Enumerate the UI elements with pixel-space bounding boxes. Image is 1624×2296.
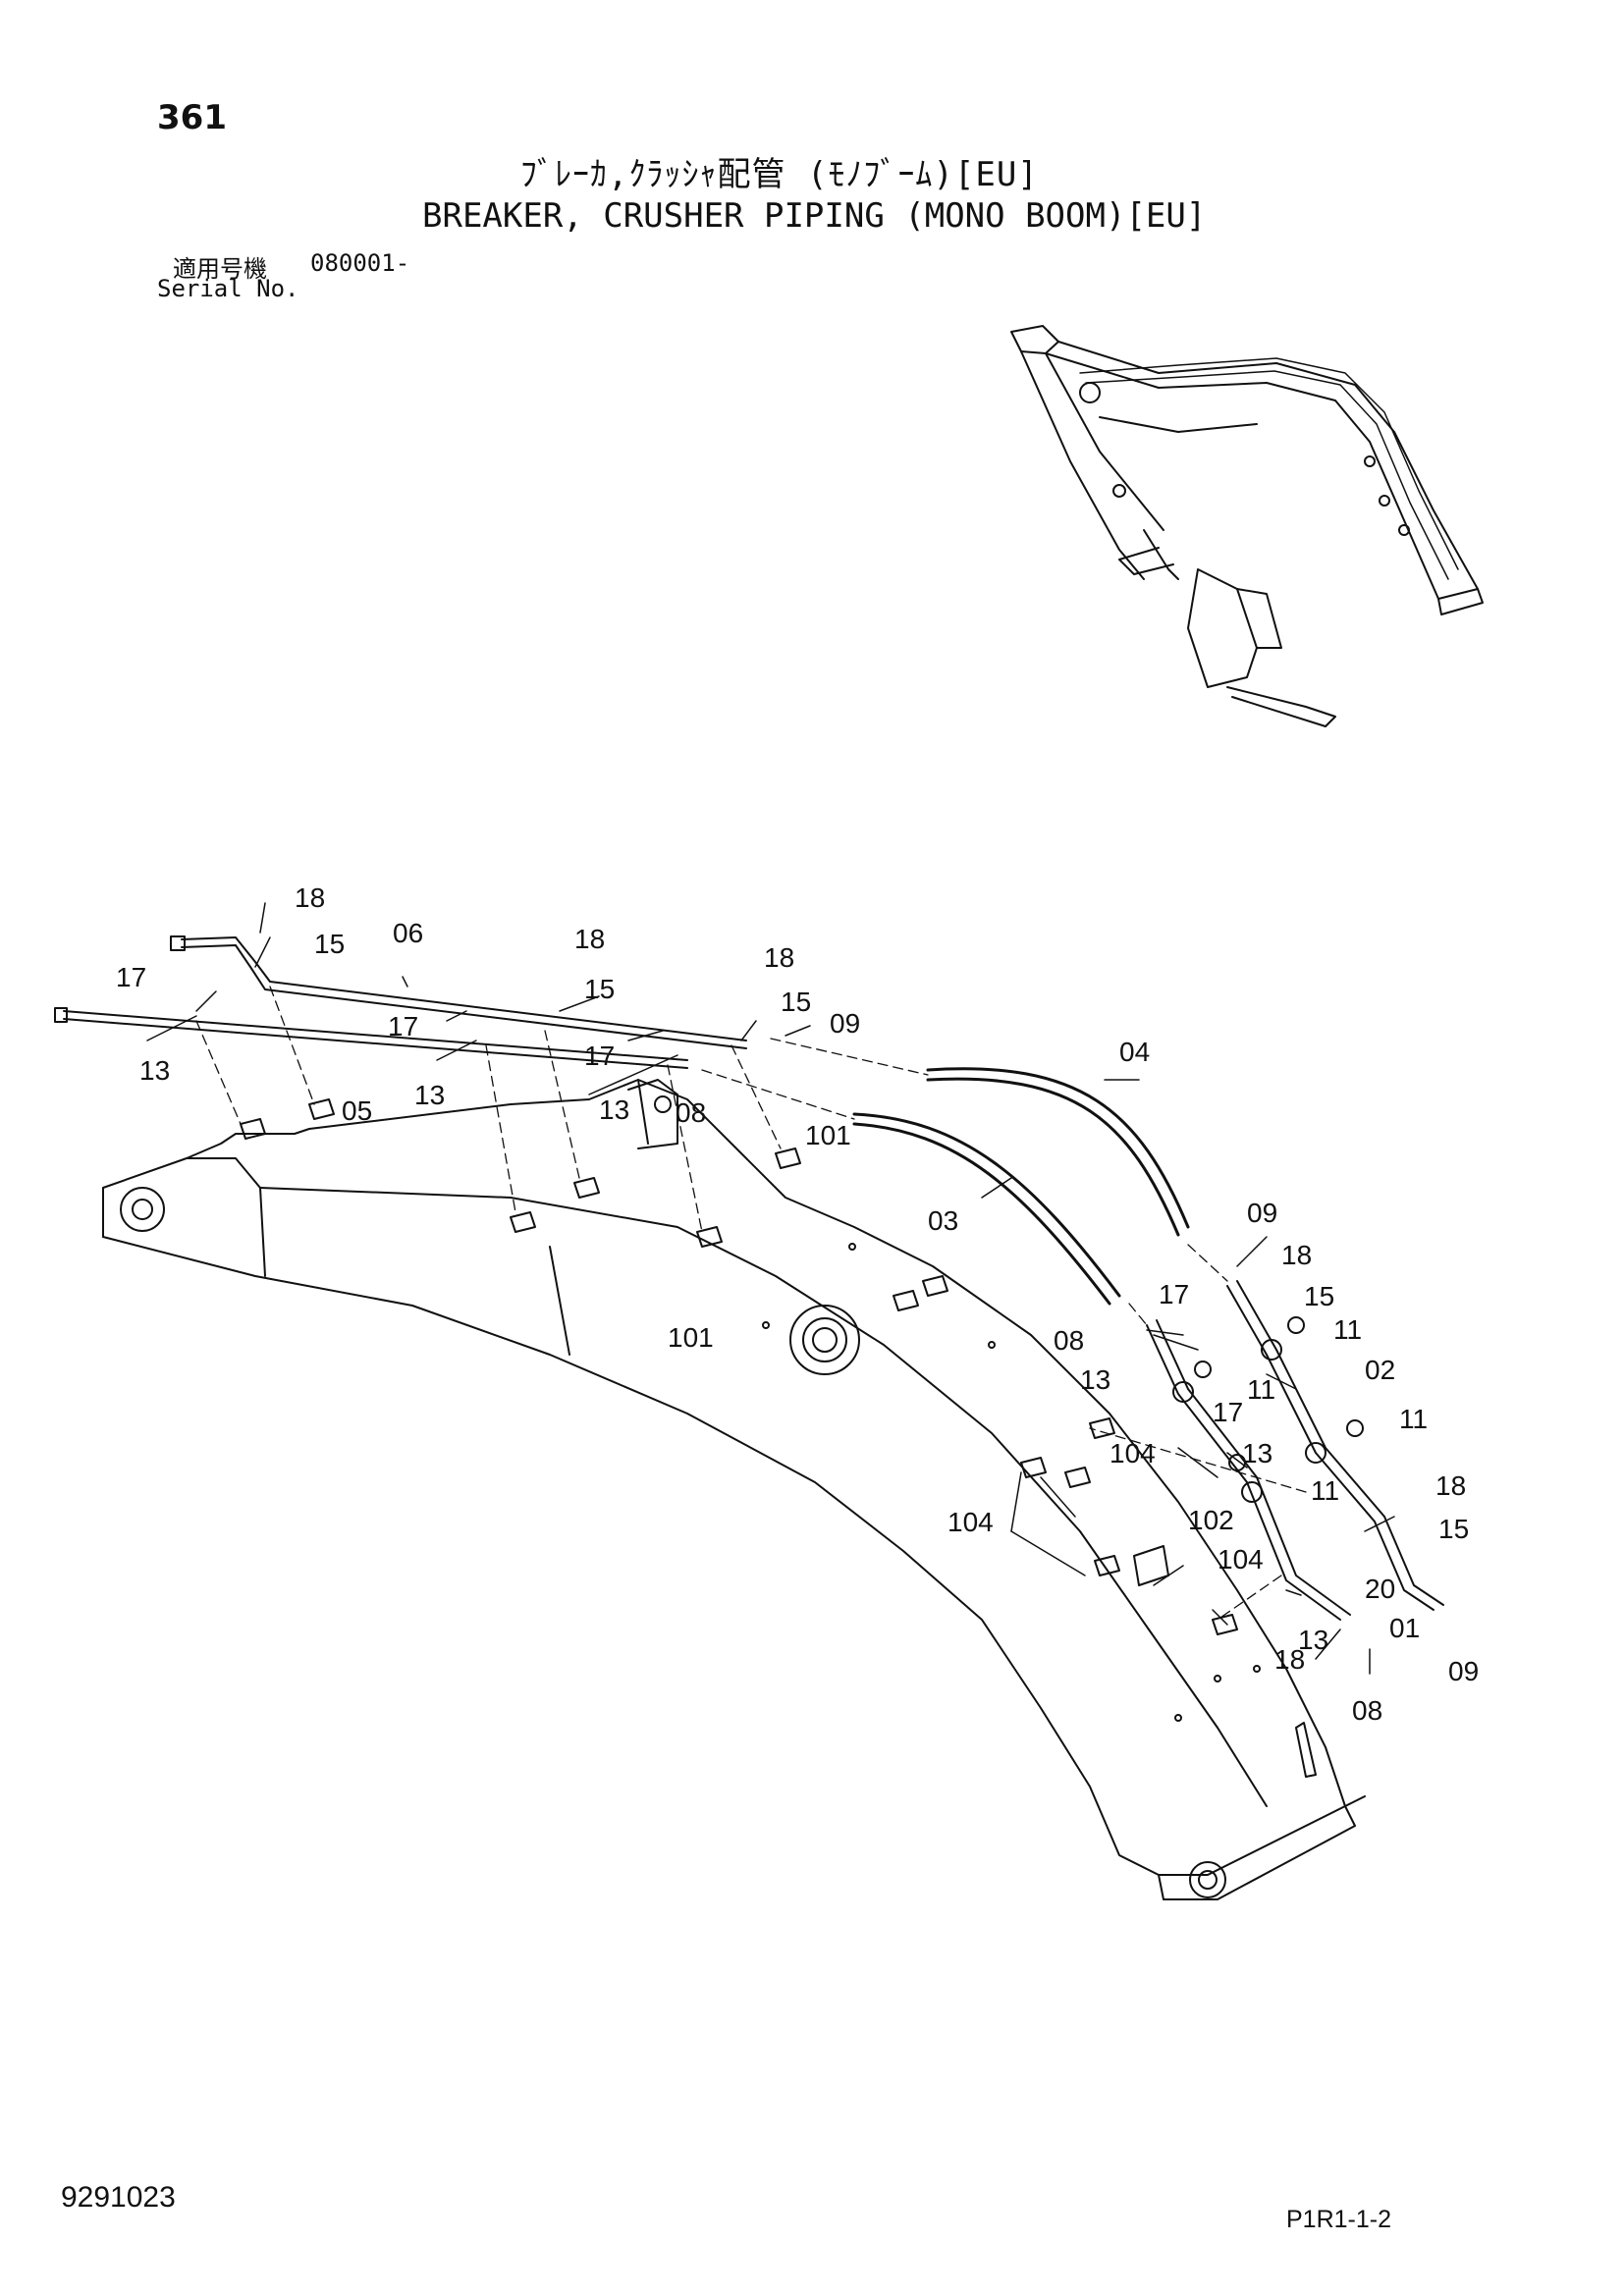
callout-09: 09: [1448, 1656, 1479, 1686]
overview-illustration: [1010, 325, 1484, 727]
callout-08: 08: [676, 1097, 706, 1128]
title-japanese: ﾌﾞﾚｰｶ,ｸﾗｯｼｬ配管 (ﾓﾉﾌﾞｰﾑ)[EU]: [520, 155, 1039, 194]
serial-number-value: 080001-: [310, 249, 410, 277]
callout-labels: 18 15 06 17 13 05 18 15 17 13 18 15 09 1…: [116, 882, 1479, 1726]
callout-13: 13: [1298, 1625, 1328, 1655]
callout-15: 15: [1438, 1514, 1469, 1544]
callout-17: 17: [584, 1041, 615, 1071]
callout-17: 17: [116, 962, 146, 992]
projection-lines: [195, 986, 1307, 1621]
callout-03: 03: [928, 1205, 958, 1236]
callout-104: 104: [1110, 1438, 1156, 1468]
callout-02: 02: [1365, 1355, 1395, 1385]
callout-11: 11: [1399, 1404, 1428, 1434]
callout-101: 101: [668, 1322, 714, 1353]
callout-09: 09: [830, 1008, 860, 1039]
sheet-code: P1R1-1-2: [1286, 2206, 1391, 2233]
callout-104: 104: [947, 1507, 994, 1537]
callout-13: 13: [599, 1095, 629, 1125]
document-number: 9291023: [61, 2181, 176, 2214]
callout-20: 20: [1365, 1574, 1395, 1604]
callout-09: 09: [1247, 1198, 1277, 1228]
callout-08: 08: [1054, 1325, 1084, 1356]
boom-body: [102, 1079, 1366, 1900]
callout-11: 11: [1333, 1314, 1362, 1345]
callout-18: 18: [1435, 1470, 1466, 1501]
callout-08: 08: [1352, 1695, 1382, 1726]
callout-102: 102: [1188, 1505, 1234, 1535]
callout-18: 18: [1281, 1240, 1312, 1270]
serial-label-japanese: 適用号機: [173, 255, 267, 283]
callout-06: 06: [393, 918, 423, 948]
callout-13: 13: [1242, 1438, 1272, 1468]
callout-104: 104: [1218, 1544, 1264, 1575]
callout-18: 18: [764, 942, 794, 973]
title-english: BREAKER, CRUSHER PIPING (MONO BOOM)[EU]: [422, 196, 1207, 236]
callout-17: 17: [388, 1011, 418, 1041]
serial-label-english: Serial No.: [157, 275, 299, 302]
callout-05: 05: [342, 1095, 372, 1126]
callout-18: 18: [1274, 1644, 1305, 1675]
callout-13: 13: [1080, 1364, 1110, 1395]
callout-101: 101: [805, 1120, 851, 1150]
callout-18: 18: [574, 924, 605, 954]
callout-15: 15: [584, 974, 615, 1004]
page-number: 361: [157, 98, 227, 137]
callout-11: 11: [1311, 1475, 1339, 1506]
callout-04: 04: [1119, 1037, 1150, 1067]
callout-13: 13: [414, 1080, 445, 1110]
callout-15: 15: [781, 987, 811, 1017]
callout-11: 11: [1247, 1374, 1275, 1405]
callout-13: 13: [139, 1055, 170, 1086]
leader-lines: [146, 902, 1395, 1675]
callout-15: 15: [1304, 1281, 1334, 1311]
callout-15: 15: [314, 929, 345, 959]
callout-18: 18: [295, 882, 325, 913]
pipe-lines: [54, 935, 1444, 1621]
callout-17: 17: [1213, 1397, 1243, 1427]
callout-17: 17: [1159, 1279, 1189, 1309]
callout-01: 01: [1389, 1613, 1420, 1643]
